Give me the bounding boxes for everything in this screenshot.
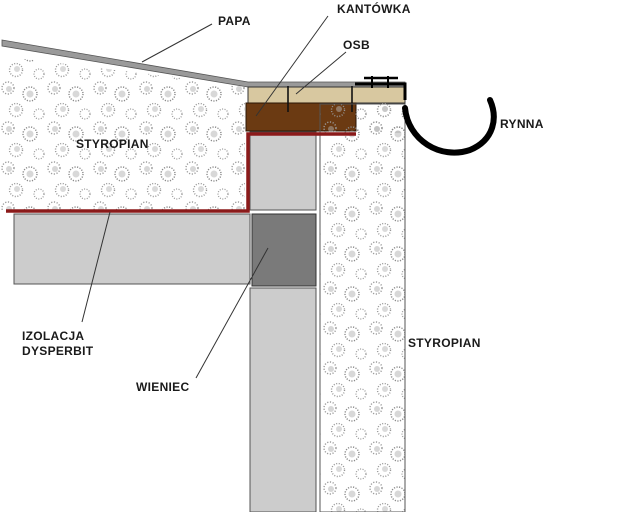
label-izolacja: IZOLACJA <box>22 329 85 343</box>
wall-block-upper <box>249 131 317 211</box>
leader-izolacja <box>81 211 111 323</box>
bitumen-insulation-line <box>6 132 356 213</box>
label-dysperbit: DYSPERBIT <box>22 344 94 358</box>
label-kantowka: KANTÓWKA <box>337 2 411 16</box>
wall-block-lower <box>249 287 317 513</box>
leader-kantowka <box>255 15 329 117</box>
label-papa: PAPA <box>218 14 251 28</box>
wall-styrofoam-top <box>356 103 405 133</box>
wall-styrofoam <box>319 103 406 513</box>
ring-beam <box>251 213 317 287</box>
label-styropian-roof: STYROPIAN <box>76 137 149 151</box>
label-osb: OSB <box>343 38 370 52</box>
leader-papa <box>141 23 213 63</box>
label-styropian-wall: STYROPIAN <box>408 336 481 350</box>
label-rynna: RYNNA <box>500 117 544 131</box>
leader-wieniec <box>195 247 269 379</box>
label-wieniec: WIENIEC <box>136 380 190 394</box>
ceiling-slab <box>13 213 251 285</box>
gutter <box>402 97 497 156</box>
roof-styrofoam <box>0 56 250 210</box>
leader-osb <box>295 51 347 95</box>
